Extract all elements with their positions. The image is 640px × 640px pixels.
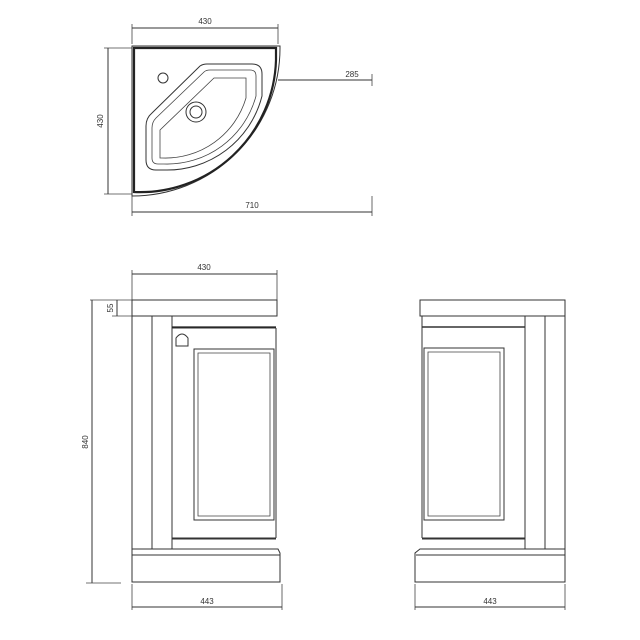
dimension-height: 840 xyxy=(81,300,121,584)
basin-bowl-inner xyxy=(151,69,257,165)
dimension-top-depth: 430 xyxy=(96,47,132,195)
door-panel-inner xyxy=(197,352,271,517)
tap-hole xyxy=(157,72,169,84)
waste-outlet-outer xyxy=(185,101,207,123)
door-handle-cutout xyxy=(175,333,189,347)
side-panel-inner xyxy=(427,351,501,517)
dimension-worktop-thickness: 55 xyxy=(90,299,132,317)
plinth xyxy=(131,548,281,583)
dimension-overall: 710 xyxy=(131,196,373,216)
dim-label-depth: 430 xyxy=(96,114,105,128)
dimension-front-top-width: 430 xyxy=(131,263,278,300)
dim-label-height: 840 xyxy=(81,435,90,449)
waste-outlet-inner xyxy=(189,105,203,119)
front-elevation-view: 430 55 840 xyxy=(81,263,283,610)
basin-bowl-floor xyxy=(159,77,247,159)
dimension-top-width: 430 xyxy=(131,17,279,44)
door-panel-outer xyxy=(193,348,275,521)
dimension-front-base-width: 443 xyxy=(131,584,283,610)
basin-bowl-outer xyxy=(145,63,263,171)
dim-label-front-base-width: 443 xyxy=(200,597,214,606)
dimension-radius: 285 xyxy=(278,70,373,86)
side-plinth xyxy=(414,548,566,583)
basin-rim xyxy=(132,46,278,194)
dimension-side-base-width: 443 xyxy=(414,584,566,610)
side-elevation-view: 443 xyxy=(414,299,566,610)
side-panel-outer xyxy=(423,347,505,521)
dim-label-front-top-width: 430 xyxy=(197,263,211,272)
dim-label-worktop: 55 xyxy=(106,303,115,312)
basin-outer-outline xyxy=(131,45,281,197)
dim-label-overall: 710 xyxy=(245,201,259,210)
side-worktop xyxy=(419,299,566,317)
dim-label-width: 430 xyxy=(198,17,212,26)
dim-label-radius: 285 xyxy=(345,70,359,79)
dim-label-side-base-width: 443 xyxy=(483,597,497,606)
top-plan-view: 430 430 285 710 xyxy=(96,17,373,216)
worktop xyxy=(131,299,278,317)
